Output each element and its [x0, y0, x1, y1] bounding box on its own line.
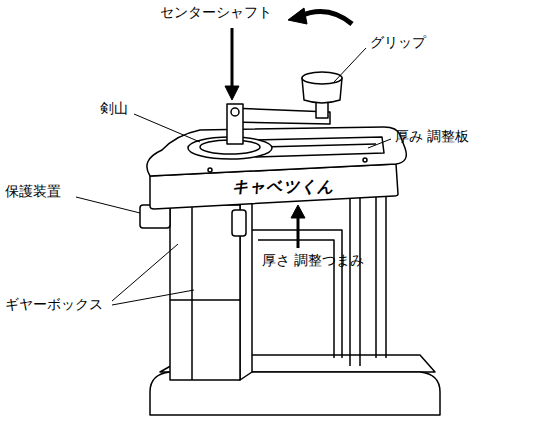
- crank-arm: [230, 108, 330, 124]
- slot-line: [262, 144, 376, 147]
- pointer-arrow: [297, 216, 300, 248]
- leader-line: [76, 197, 140, 213]
- part-label: 保護装置: [5, 183, 61, 200]
- brand-name: キャベツくん: [232, 177, 334, 196]
- screw: [208, 168, 212, 172]
- arrow-head: [288, 8, 307, 24]
- frame: [250, 230, 342, 358]
- part-label: グリップ: [370, 34, 426, 51]
- arrow-head: [225, 86, 239, 100]
- leader-line: [368, 139, 391, 148]
- part-label: センターシャフト: [160, 4, 272, 21]
- leader-line: [112, 244, 178, 301]
- leader-line: [112, 290, 194, 305]
- center-shaft: [227, 104, 243, 144]
- leader-line: [334, 48, 366, 82]
- grip-top: [302, 72, 342, 84]
- part-label: 厚み 調整板: [395, 128, 469, 145]
- part-label: 厚さ 調整つまみ: [262, 252, 364, 269]
- rotation-arrow: [300, 12, 352, 25]
- plate-top: [147, 127, 406, 176]
- part-label: 剣山: [100, 100, 128, 117]
- rods: [350, 189, 386, 366]
- pointer-arrow: [231, 28, 234, 88]
- arrow-head: [291, 205, 305, 218]
- leader-line: [134, 114, 200, 142]
- clip: [232, 210, 246, 236]
- screw: [363, 158, 367, 162]
- part-label: ギヤーボックス: [5, 296, 103, 313]
- shaft-bolt: [231, 108, 239, 116]
